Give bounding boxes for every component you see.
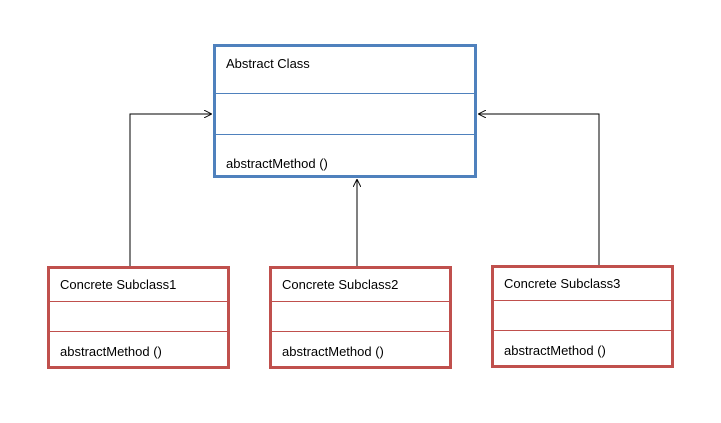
- abstract-class-method: abstractMethod (): [226, 156, 328, 171]
- methods-divider: [216, 134, 474, 135]
- attributes-divider: [494, 300, 671, 301]
- subclass2-method: abstractMethod (): [282, 344, 384, 359]
- subclass2-name: Concrete Subclass2: [282, 277, 399, 292]
- methods-divider: [272, 331, 449, 332]
- attributes-divider: [216, 93, 474, 94]
- connector-subclass1: [129, 114, 211, 266]
- connector-subclass3: [479, 114, 600, 265]
- abstract-class-name: Abstract Class: [226, 56, 310, 71]
- subclass1-method: abstractMethod (): [60, 344, 162, 359]
- methods-divider: [50, 331, 227, 332]
- attributes-divider: [50, 301, 227, 302]
- methods-divider: [494, 330, 671, 331]
- attributes-divider: [272, 301, 449, 302]
- subclass3-name: Concrete Subclass3: [504, 276, 621, 291]
- abstract-class-box: Abstract Class abstractMethod (): [213, 44, 477, 178]
- subclass3-method: abstractMethod (): [504, 343, 606, 358]
- concrete-subclass1-box: Concrete Subclass1 abstractMethod (): [47, 266, 230, 369]
- concrete-subclass3-box: Concrete Subclass3 abstractMethod (): [491, 265, 674, 368]
- subclass1-name: Concrete Subclass1: [60, 277, 177, 292]
- concrete-subclass2-box: Concrete Subclass2 abstractMethod (): [269, 266, 452, 369]
